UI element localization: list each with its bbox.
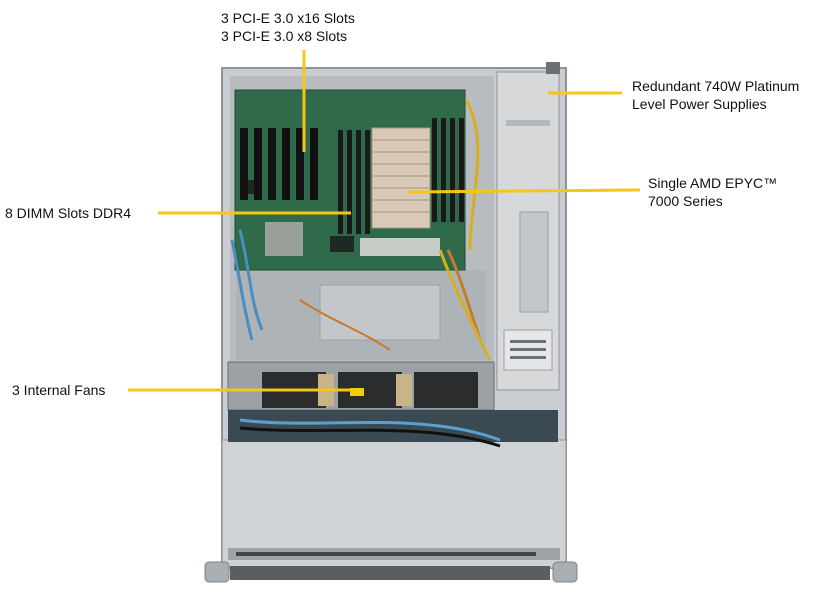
cable-bundle xyxy=(230,99,492,361)
callout-pcie-slots: 3 PCI-E 3.0 x16 Slots 3 PCI-E 3.0 x8 Slo… xyxy=(221,9,355,45)
cpu-heatsink xyxy=(371,127,431,229)
callout-psu-line1: Redundant 740W Platinum xyxy=(632,78,800,94)
power-supply-unit xyxy=(496,62,560,391)
callout-pcie-line2: 3 PCI-E 3.0 x8 Slots xyxy=(221,28,348,44)
callout-cpu-line2: 7000 Series xyxy=(648,193,723,209)
callout-dimm-slots: 8 DIMM Slots DDR4 xyxy=(5,204,131,222)
fan-assembly xyxy=(227,361,495,411)
dimm-slots xyxy=(338,118,464,234)
callout-cpu: Single AMD EPYC™ 7000 Series xyxy=(648,174,777,210)
leader-cpu xyxy=(407,188,641,194)
callout-cpu-line1: Single AMD EPYC™ xyxy=(648,175,778,191)
callout-pcie-line1: 3 PCI-E 3.0 x16 Slots xyxy=(221,10,355,26)
pcie-slots xyxy=(240,128,318,200)
drive-backplane xyxy=(228,410,558,448)
callout-internal-fans: 3 Internal Fans xyxy=(12,381,105,399)
callout-power-supplies: Redundant 740W Platinum Level Power Supp… xyxy=(632,77,799,113)
callout-leaders xyxy=(128,50,641,392)
callout-dimm-line1: 8 DIMM Slots DDR4 xyxy=(5,205,132,221)
callout-psu-line2: Level Power Supplies xyxy=(632,96,767,112)
callout-fans-line1: 3 Internal Fans xyxy=(12,382,106,398)
